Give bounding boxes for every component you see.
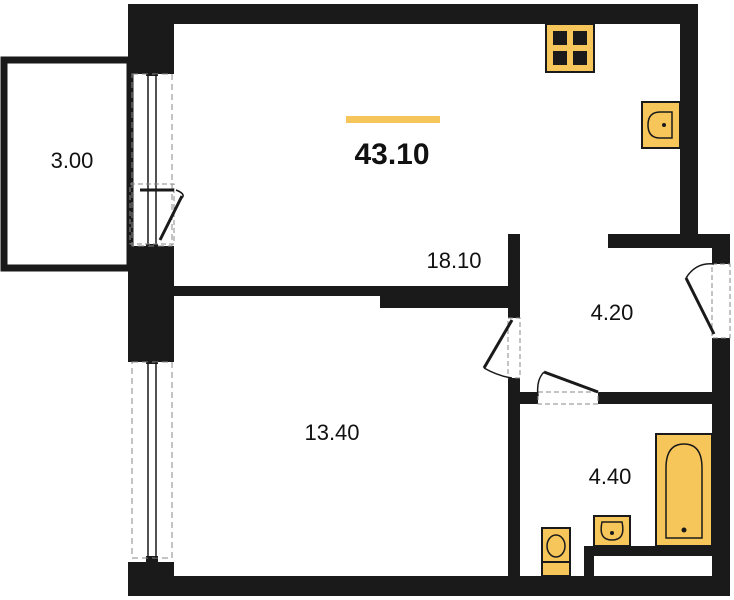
bedroom-door	[482, 317, 521, 379]
bathroom-door	[536, 370, 599, 405]
doors	[129, 183, 731, 405]
bathtub-icon	[655, 433, 713, 547]
room-area-kitchen-living: 18.10	[426, 248, 481, 273]
walls	[128, 4, 730, 596]
toilet-icon	[541, 527, 571, 577]
balcony	[0, 56, 134, 272]
room-area-hallway: 4.20	[591, 300, 634, 325]
sink-icon	[641, 101, 681, 149]
room-area-bathroom: 4.40	[589, 464, 632, 489]
accent-bar	[346, 116, 440, 123]
windows	[131, 73, 173, 559]
room-area-bedroom: 13.40	[304, 420, 359, 445]
room-area-balcony: 3.00	[51, 148, 94, 173]
total-area: 43.10	[354, 138, 429, 171]
stove-icon	[545, 23, 595, 73]
washbasin-icon	[593, 515, 631, 547]
balcony-door	[129, 183, 184, 245]
entrance-door	[684, 263, 731, 339]
